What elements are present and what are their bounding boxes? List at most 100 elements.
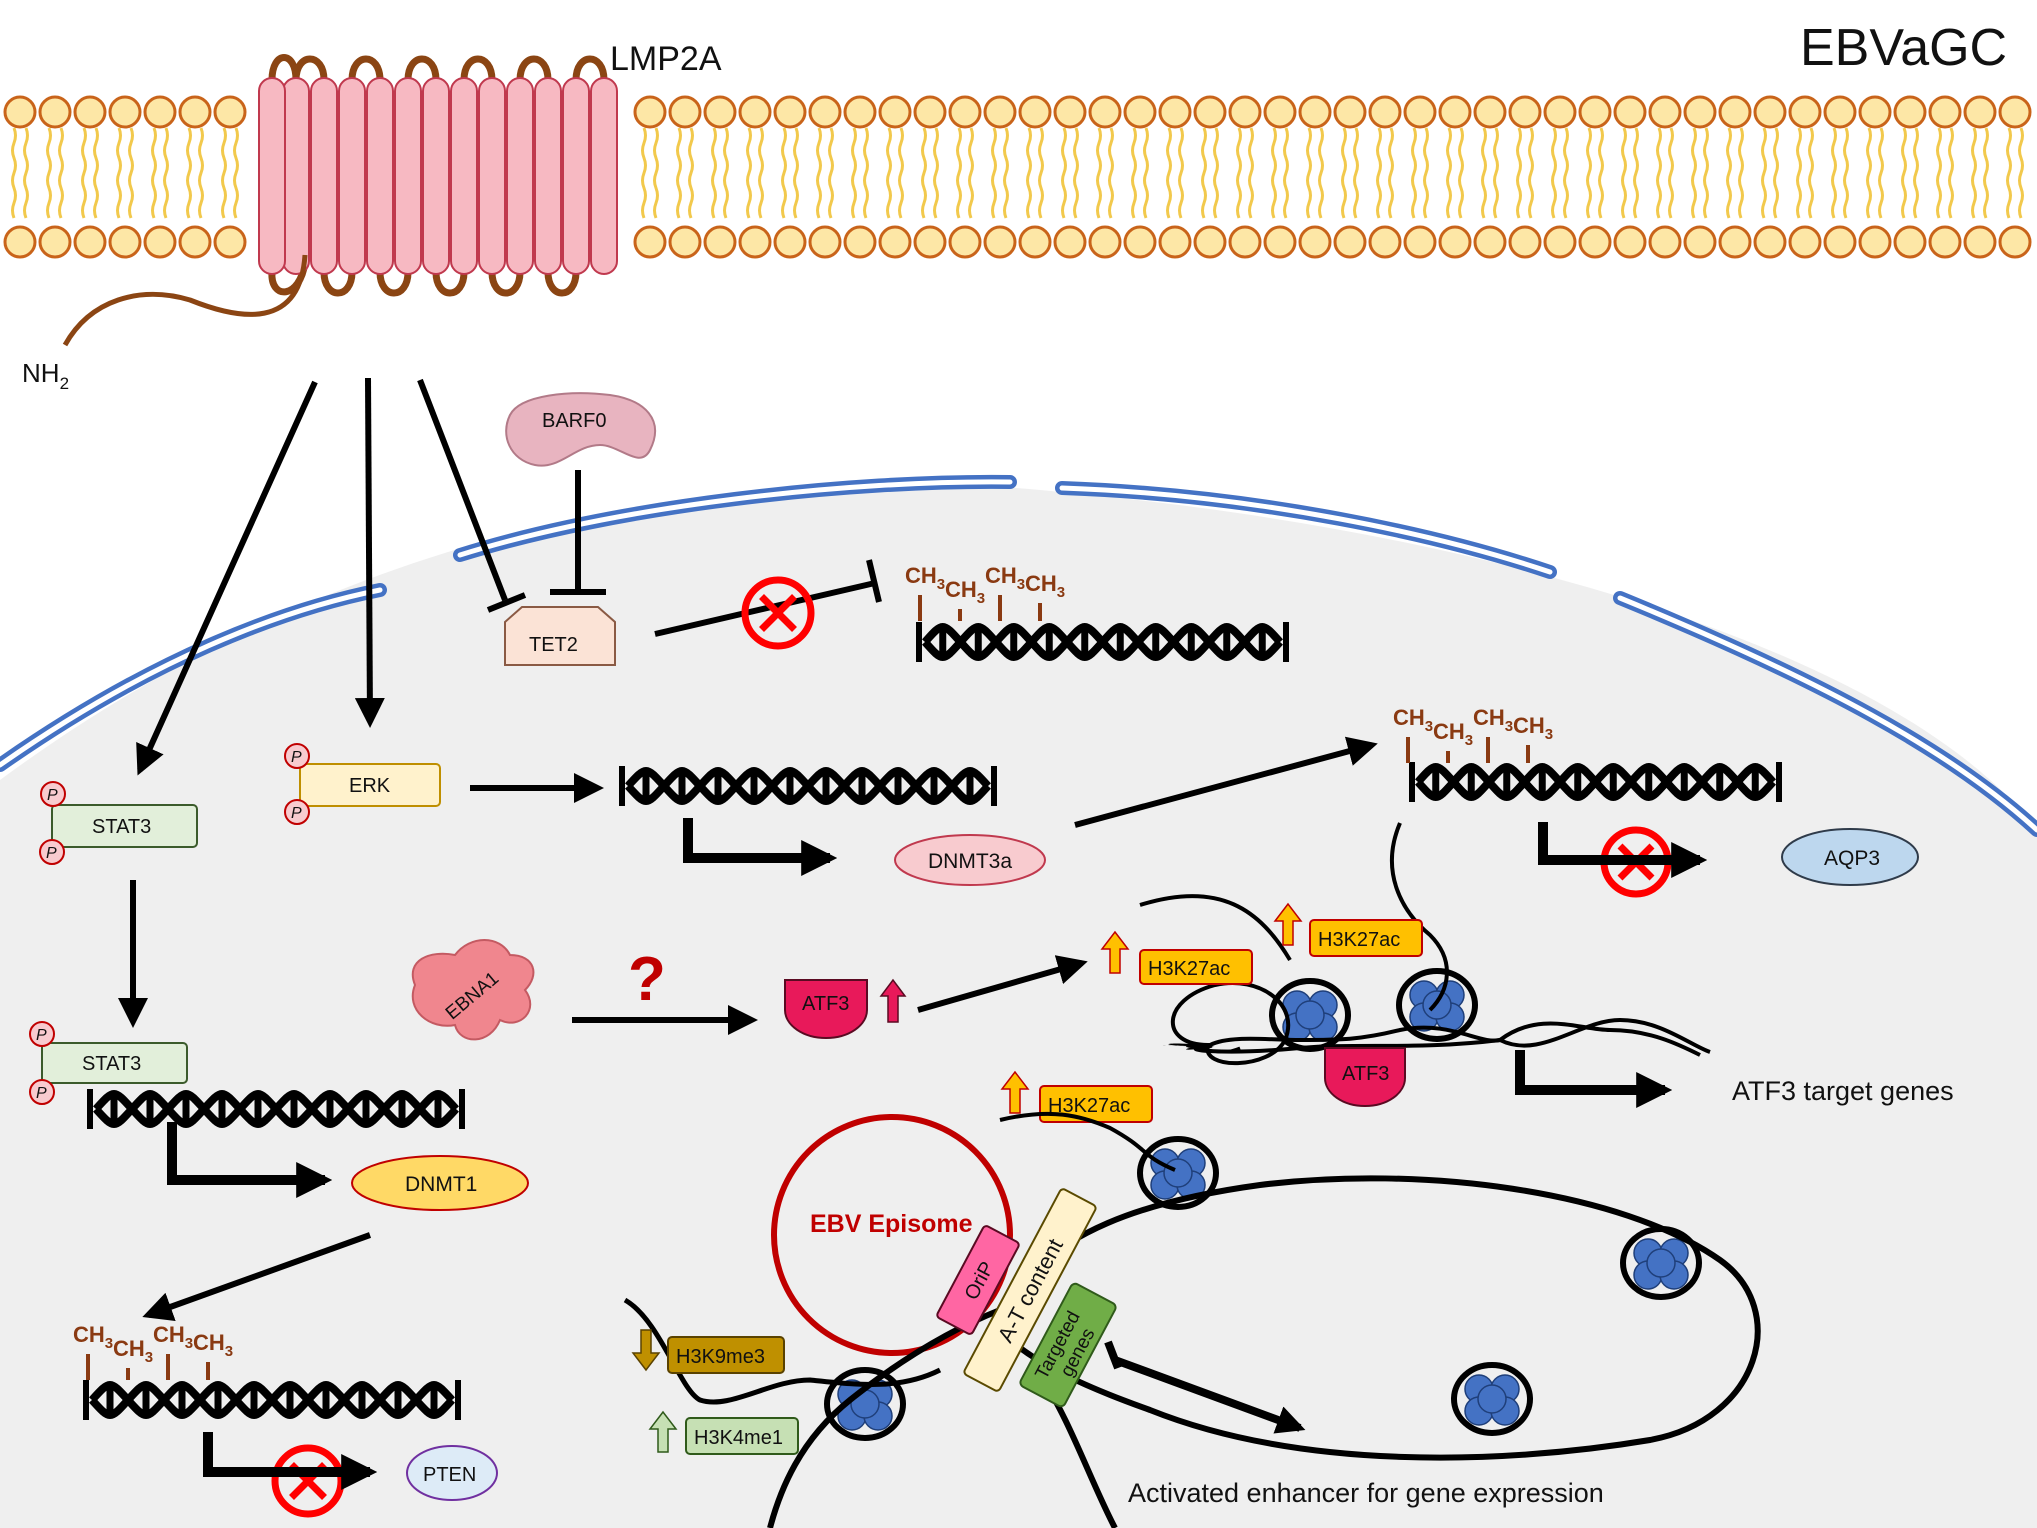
lmp2a-loop xyxy=(432,271,468,297)
lipid-tail xyxy=(1621,127,1627,219)
phospho-icon: P xyxy=(39,839,65,865)
lipid-head xyxy=(1228,95,1262,129)
lipid-head xyxy=(1683,225,1717,259)
transcription-arrow-dnmt3a xyxy=(683,818,838,876)
svg-text:P: P xyxy=(36,1085,47,1102)
lipid-tail xyxy=(2006,127,2012,219)
lipid-head xyxy=(1018,225,1052,259)
lipid-tail xyxy=(1796,127,1802,219)
lipid-head xyxy=(1088,95,1122,129)
h3k27ac-tag-3: H3K27ac xyxy=(1000,1070,1153,1123)
atf3-up-arrow-icon xyxy=(879,978,907,1023)
lipid-tail xyxy=(151,127,157,219)
ch3-label: CH3 xyxy=(1025,571,1065,601)
svg-text:P: P xyxy=(46,845,57,862)
svg-text:H3K27ac: H3K27ac xyxy=(1318,929,1400,951)
phospho-icon: P xyxy=(284,743,310,769)
lipid-tail xyxy=(676,127,682,219)
lipid-tail xyxy=(1178,127,1184,219)
arrow-enhancer xyxy=(1113,1356,1306,1434)
dnmt1-shape xyxy=(351,1155,529,1211)
lipid-head xyxy=(1858,225,1892,259)
lipid-head xyxy=(983,225,1017,259)
lipid-head xyxy=(1648,225,1682,259)
ch3-label: CH3 xyxy=(153,1322,193,1352)
dna-helix-aqp3 xyxy=(1409,762,1782,802)
nucleus-interior xyxy=(0,483,2037,1528)
lipid-tail xyxy=(81,127,87,219)
lipid-head xyxy=(703,225,737,259)
lmp2a-helix xyxy=(534,77,562,275)
lipid-head xyxy=(843,225,877,259)
lmp2a-helix xyxy=(562,77,590,275)
lipid-head xyxy=(1123,95,1157,129)
dnmt1-label: DNMT1 xyxy=(405,1173,477,1196)
lipid-tail xyxy=(1271,127,1277,219)
lipid-tail xyxy=(1516,127,1522,219)
lipid-tail xyxy=(1096,127,1102,219)
lipid-head xyxy=(1543,95,1577,129)
lipid-tail xyxy=(723,127,729,219)
lipid-tail xyxy=(886,127,892,219)
svg-text:H3K27ac: H3K27ac xyxy=(1048,1095,1130,1117)
lipid-head xyxy=(633,95,667,129)
lipid-tail xyxy=(1248,127,1254,219)
ch3-label: CH3 xyxy=(1433,719,1473,749)
lipid-tail xyxy=(1061,127,1067,219)
lmp2a-loop xyxy=(516,55,552,81)
lmp2a-protein xyxy=(258,54,618,297)
nh2-tail xyxy=(62,254,308,347)
lipid-head xyxy=(3,95,37,129)
lipid-tail xyxy=(1283,127,1289,219)
lipid-head xyxy=(1298,225,1332,259)
lipid-head xyxy=(668,95,702,129)
lipid-tail xyxy=(163,127,169,219)
pten-label: PTEN xyxy=(423,1464,476,1486)
lipid-head xyxy=(1543,225,1577,259)
lipid-tail xyxy=(1026,127,1032,219)
lipid-head xyxy=(1613,225,1647,259)
lipid-tail xyxy=(1598,127,1604,219)
lipid-head xyxy=(1648,95,1682,129)
lipid-tail xyxy=(1073,127,1079,219)
arrow-lmp2a-to-erk xyxy=(354,377,385,728)
stat3-bottom-box xyxy=(41,1042,188,1084)
lipid-head xyxy=(1578,95,1612,129)
lipid-head xyxy=(108,95,142,129)
lipid-head xyxy=(913,225,947,259)
lipid-tail xyxy=(1423,127,1429,219)
lipid-head xyxy=(1683,95,1717,129)
lipid-head xyxy=(1438,225,1472,259)
ch3-label: CH3 xyxy=(985,563,1025,593)
atf3-targets-label: ATF3 target genes xyxy=(1732,1076,1954,1106)
lipid-head xyxy=(1053,95,1087,129)
lipid-tail xyxy=(186,127,192,219)
ebv-episome-circle xyxy=(771,1114,1013,1356)
arrow-dnmt3a-to-dna xyxy=(1074,736,1378,828)
lipid-head xyxy=(1123,225,1157,259)
lipid-tail xyxy=(1108,127,1114,219)
lipid-head xyxy=(738,225,772,259)
lipid-head xyxy=(1788,225,1822,259)
lipid-head xyxy=(1823,225,1857,259)
lipid-head xyxy=(1403,95,1437,129)
phospho-icon: P xyxy=(40,781,66,807)
lipid-tail xyxy=(1761,127,1767,219)
nucleosome xyxy=(1451,1362,1533,1436)
lipid-head xyxy=(1718,95,1752,129)
lipid-head xyxy=(178,225,212,259)
lipid-head xyxy=(633,225,667,259)
lipid-tail xyxy=(221,127,227,219)
dna-strand xyxy=(922,623,1283,661)
dnmt3a-label: DNMT3a xyxy=(928,850,1012,873)
lipid-tail xyxy=(1446,127,1452,219)
lipid-head xyxy=(1473,95,1507,129)
lmp2a-helix xyxy=(394,77,422,275)
lipid-head xyxy=(1263,95,1297,129)
lipid-head xyxy=(738,95,772,129)
lipid-head xyxy=(1963,225,1997,259)
ch3-label: CH3 xyxy=(905,563,945,593)
tet2-label: TET2 xyxy=(529,634,578,656)
